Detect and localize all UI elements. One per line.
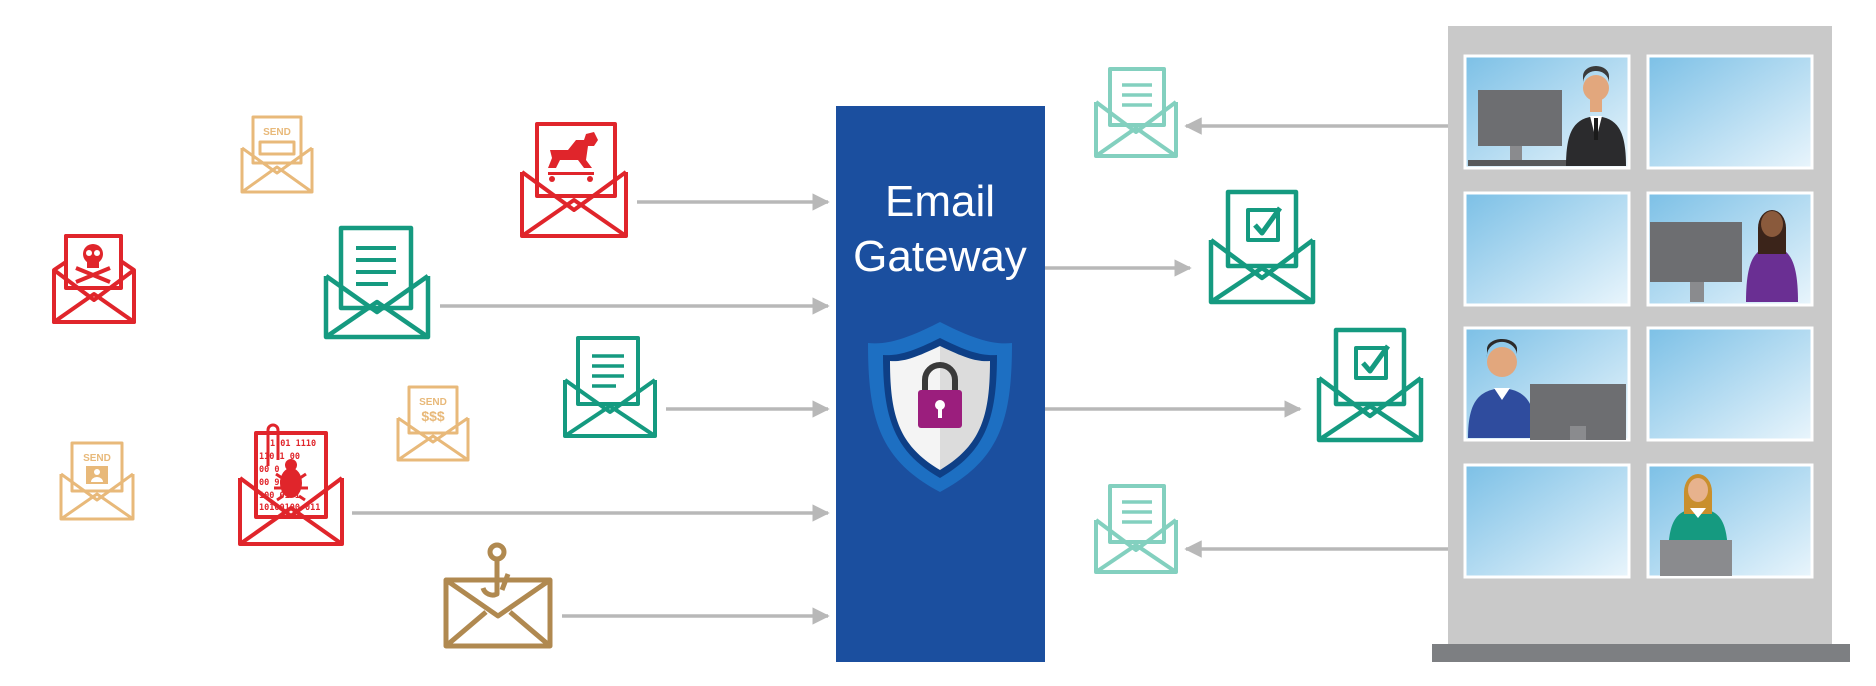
contact-card-icon: [86, 466, 108, 484]
checkmark-icon: [1354, 344, 1391, 380]
gateway-title-line2: Gateway: [853, 232, 1027, 281]
gateway-title-line1: Email: [885, 177, 995, 226]
bug-envelope: 1 01 1110 110 1 00 00 0 10 00 90 100 01 …: [238, 423, 344, 546]
send-label-top: SEND: [263, 127, 291, 138]
password-field-icon: [258, 140, 296, 156]
office-building: [1432, 26, 1850, 662]
skull-icon: [75, 244, 111, 284]
fishing-hook-icon: [480, 542, 511, 598]
send-label-contact: SEND: [83, 453, 111, 464]
phishing-envelope: [443, 542, 553, 649]
returning-envelope-bottom: [1094, 484, 1178, 574]
send-envelope-top: SEND: [240, 115, 314, 194]
office-worker-1: [1468, 66, 1626, 166]
office-worker-4: [1660, 474, 1732, 576]
send-contact-envelope: SEND: [59, 441, 135, 521]
office-worker-2: [1650, 210, 1798, 302]
skull-envelope: [52, 234, 136, 324]
verified-envelope-1: [1208, 189, 1316, 305]
document-envelope-large: [323, 225, 431, 340]
svg-text:1 01 1110: 1 01 1110: [270, 439, 316, 449]
document-envelope-medium: [563, 336, 657, 438]
bug-icon: [274, 459, 308, 502]
send-money-envelope: SEND $$$: [396, 385, 470, 462]
returning-envelope-top: [1094, 67, 1178, 158]
trojan-horse-icon: [548, 132, 598, 182]
trojan-envelope: [520, 122, 628, 238]
send-label-money: SEND: [419, 397, 447, 408]
outgoing-arrows: [1044, 117, 1448, 558]
checkmark-icon: [1246, 206, 1283, 242]
email-gateway-box: Email Gateway: [836, 106, 1045, 662]
document-lines-icon-medium: [592, 354, 624, 388]
padlock-icon: [918, 362, 962, 428]
verified-envelope-2: [1316, 327, 1424, 443]
office-worker-3: [1468, 338, 1626, 440]
incoming-arrows: [352, 193, 830, 625]
svg-text:100 01 1: 100 01 1: [259, 491, 300, 501]
svg-text:00 0 10: 00 0 10: [259, 465, 295, 475]
document-lines-icon: [356, 246, 396, 286]
paperclip-icon: [266, 423, 280, 466]
money-label: $$$: [421, 408, 445, 424]
svg-text:00 90: 00 90: [259, 478, 285, 488]
